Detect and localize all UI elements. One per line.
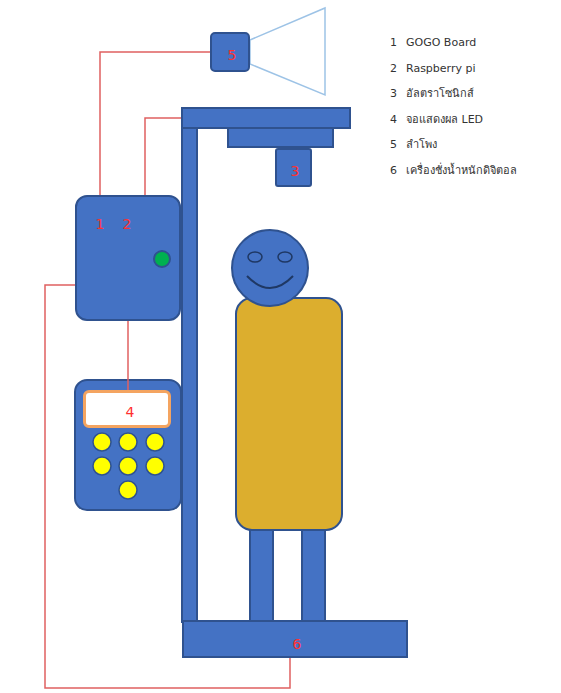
legend-number: 6 xyxy=(390,164,397,177)
callout-number: 3 xyxy=(291,164,300,178)
part-name: อัลตราโซนิกส์ xyxy=(406,87,474,100)
part-name: ลำโพง xyxy=(406,138,437,151)
legend-number: 5 xyxy=(390,138,397,151)
sensor-mount xyxy=(228,128,333,147)
part-name: Raspberry pi xyxy=(406,62,476,75)
callout-number: 4 xyxy=(126,405,135,419)
part-name: จอแสดงผล LED xyxy=(406,113,483,126)
stand-pole xyxy=(182,108,197,622)
callout-number: 2 xyxy=(123,217,132,231)
callout-number: 1 xyxy=(96,217,105,231)
speaker-box: 5 xyxy=(210,32,250,72)
callout-number: 5 xyxy=(228,48,237,62)
keypad xyxy=(75,380,181,510)
part-name: GOGO Board xyxy=(406,36,476,49)
legend-number: 1 xyxy=(390,36,397,49)
wire xyxy=(100,52,210,195)
legend-number: 2 xyxy=(390,62,397,75)
scale-base: 6 xyxy=(182,620,408,658)
person xyxy=(232,230,342,622)
status-led xyxy=(153,250,171,268)
sensor-box: 3 xyxy=(275,148,312,187)
keypad-buttons xyxy=(93,433,164,499)
speaker-cone xyxy=(250,8,325,95)
wire xyxy=(145,118,182,195)
stand-arm xyxy=(182,108,350,128)
controller-box: 12 xyxy=(75,195,181,321)
part-name: เครื่องชั่งน้ำหนักดิจิตอล xyxy=(406,164,517,177)
display-box: 4 xyxy=(83,390,171,428)
wire xyxy=(127,321,129,390)
legend-number: 3 xyxy=(390,87,397,100)
callout-number: 6 xyxy=(293,637,302,651)
legend-number: 4 xyxy=(390,113,397,126)
